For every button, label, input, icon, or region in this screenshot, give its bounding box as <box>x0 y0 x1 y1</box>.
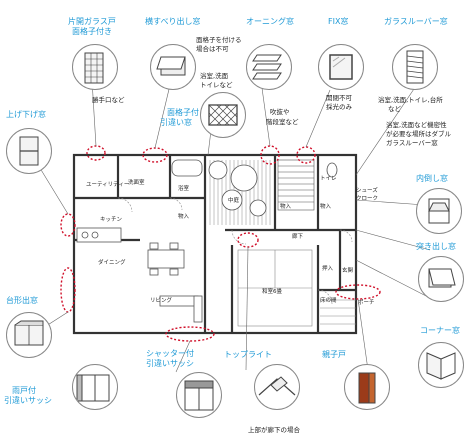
room-washroom: 洗面室 <box>128 180 145 186</box>
single-slide-window-icon <box>72 44 118 90</box>
note-service-door: 勝手口など <box>92 96 125 104</box>
garden-tree <box>208 160 267 217</box>
grid-sliding-window-icon <box>200 92 246 138</box>
title-grid-sliding: 面格子付 <box>167 108 199 117</box>
glass-louver-window-icon <box>392 44 438 90</box>
note-skylight: 上部が廊下の場合 <box>248 426 300 434</box>
bathtub <box>171 159 203 177</box>
stairs <box>277 159 315 211</box>
note-louver-1: 浴室,洗面,トイレ,台所 <box>378 96 443 104</box>
rain-shutter-window-icon <box>72 364 118 410</box>
awning-window-icon <box>246 44 292 90</box>
corner-window-icon <box>418 342 464 388</box>
room-utility: ユーティリティー <box>86 182 130 188</box>
note-security-2: が必要な場所はダブル <box>386 130 451 138</box>
deck <box>320 299 356 325</box>
title-bay: 台形出窓 <box>6 296 38 305</box>
room-push-in: 押入 <box>322 266 334 272</box>
living-sofa <box>159 295 203 323</box>
room-porch: ポーチ <box>358 300 375 306</box>
title-double-door: 親子戸 <box>322 350 346 359</box>
title-horizontal-slide: 横すべり出し窓 <box>145 17 201 26</box>
room-japanese: 和室6畳 <box>262 289 282 295</box>
room-shoes-closet-1: シューズ <box>356 188 378 194</box>
room-closet: 物入 <box>178 214 190 220</box>
room-living: リビング <box>150 298 173 304</box>
note-louver-2: など <box>388 105 401 113</box>
door-swings <box>117 197 353 305</box>
inward-tilt-window-icon <box>416 188 462 234</box>
title-inward-tilt: 内倒し窓 <box>416 174 448 183</box>
title-shutter-sliding-sub: 引違いサッシ <box>146 359 194 368</box>
note-security-1: 浴室,洗面など機密性 <box>386 121 447 129</box>
title-rain-shutter: 雨戸付 <box>12 386 36 395</box>
title-skylight: トップライト <box>224 350 272 359</box>
fix-window-icon <box>318 44 364 90</box>
double-door-icon <box>344 364 390 410</box>
room-floor-space: 床の間 <box>320 298 337 304</box>
note-bath-wash-1: 浴室,洗面 <box>200 72 229 80</box>
room-shoes-closet-2: クローク <box>356 196 379 202</box>
note-grid-req-2: 場合は不可 <box>196 45 229 53</box>
outward-projecting-window-icon <box>418 256 464 302</box>
tatami <box>237 249 313 327</box>
dining-table <box>147 242 185 276</box>
note-grid-req-1: 面格子を付ける <box>196 36 242 44</box>
room-storage-b: 物入 <box>320 204 332 210</box>
note-security-3: ガラスルーバー窓 <box>386 139 438 147</box>
room-kitchen: キッチン <box>100 217 123 223</box>
leader-lines <box>31 79 431 373</box>
title-corner: コーナー窓 <box>420 326 460 335</box>
title-rain-shutter-sub: 引違いサッシ <box>4 396 52 405</box>
title-awning: オーニング窓 <box>246 17 294 26</box>
skylight-icon <box>254 364 300 410</box>
bay-window-icon <box>6 312 52 358</box>
title-fix: FIX窓 <box>328 17 349 26</box>
room-toilet: トイレ <box>320 176 337 182</box>
toilet-fixture <box>326 162 338 178</box>
title-outward-projecting: 突き出し窓 <box>416 242 456 251</box>
room-dining: ダイニング <box>98 260 126 266</box>
title-single-slide: 片開ガラス戸 <box>68 17 116 26</box>
kitchen-counter <box>76 227 122 243</box>
room-storage-a: 物入 <box>280 204 292 210</box>
shutter-sliding-window-icon <box>176 372 222 418</box>
title-up-down: 上げ下げ窓 <box>6 110 46 119</box>
title-single-slide-sub: 面格子付き <box>72 27 112 36</box>
horizontal-slide-window-icon <box>150 44 196 90</box>
note-atrium-2: 階段室など <box>266 118 299 126</box>
title-grid-sliding-sub: 引違い窓 <box>160 118 192 127</box>
note-openable-1: 開閉不可 <box>326 94 352 102</box>
note-openable-2: 採光のみ <box>326 103 352 111</box>
title-shutter-sliding: シャッター付 <box>146 349 194 358</box>
room-inner-garden: 中庭 <box>228 198 240 204</box>
room-bathroom: 浴室 <box>178 186 190 192</box>
callout-circles <box>60 145 381 342</box>
room-entrance: 玄関 <box>342 268 354 274</box>
title-glass-louver: ガラスルーバー窓 <box>384 17 448 26</box>
note-bath-wash-2: トイレなど <box>200 81 233 89</box>
up-down-window-icon <box>6 128 52 174</box>
note-atrium-1: 吹抜や <box>270 108 290 116</box>
room-hall: 廊下 <box>292 234 304 240</box>
